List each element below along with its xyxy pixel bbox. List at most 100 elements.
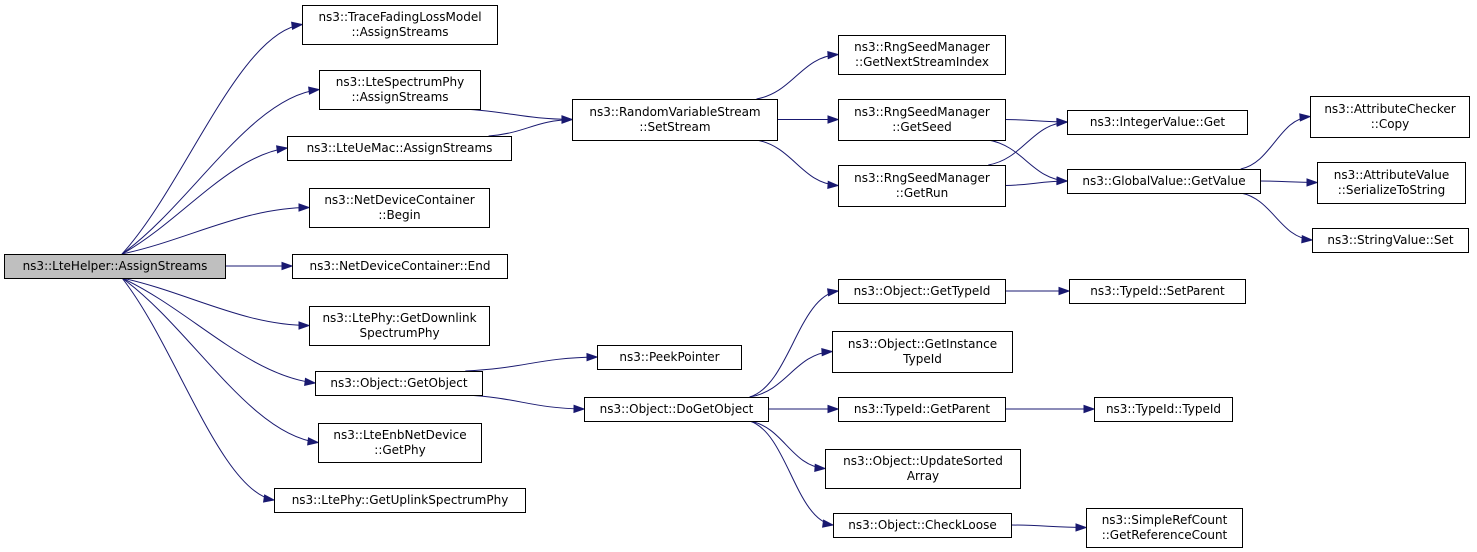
- node-label: ns3::LteHelper::AssignStreams: [23, 259, 208, 273]
- node-label: ns3::Object::UpdateSorted: [843, 454, 1003, 468]
- node-label: ns3::TypeId::GetParent: [854, 402, 990, 416]
- node-lteuemac[interactable]: ns3::LteUeMac::AssignStreams: [287, 136, 512, 161]
- arrowhead-icon: [1299, 113, 1312, 122]
- node-intget[interactable]: ns3::IntegerValue::Get: [1067, 110, 1248, 135]
- node-box: [302, 5, 498, 45]
- node-box: [274, 488, 526, 513]
- edge-lteuemac-to-setstream: [488, 115, 574, 137]
- node-tracefading[interactable]: ns3::TraceFadingLossModel::AssignStreams: [302, 5, 498, 45]
- node-box: [1317, 162, 1466, 204]
- node-svset[interactable]: ns3::StringValue::Set: [1312, 228, 1469, 253]
- arrowhead-icon: [586, 352, 599, 362]
- edge-line: [465, 394, 585, 410]
- edge-getrun-to-gvget: [1004, 176, 1069, 186]
- arrowhead-icon: [1083, 404, 1096, 414]
- node-box: [838, 165, 1006, 207]
- node-avser[interactable]: ns3::AttributeValue::SerializeToString: [1317, 162, 1466, 204]
- node-label: ::AssignStreams: [351, 25, 448, 39]
- edge-root-to-enbgetphy: [121, 277, 320, 446]
- node-label: ns3::TypeId::SetParent: [1090, 284, 1225, 298]
- node-label: ns3::TraceFadingLossModel: [318, 10, 481, 24]
- edge-line: [749, 420, 826, 469]
- edge-dogetobj-to-getinst: [749, 347, 834, 398]
- node-label: ::Begin: [378, 208, 420, 222]
- node-ndc_end[interactable]: ns3::NetDeviceContainer::End: [292, 254, 508, 279]
- node-gvget[interactable]: ns3::GlobalValue::GetValue: [1067, 169, 1261, 194]
- node-ltespectrumphy[interactable]: ns3::LteSpectrumPhy::AssignStreams: [319, 70, 481, 110]
- node-box: [832, 331, 1013, 373]
- node-box: [838, 397, 1006, 422]
- node-getparent[interactable]: ns3::TypeId::GetParent: [838, 397, 1006, 422]
- edge-root-to-tracefading: [121, 21, 304, 255]
- node-getrun[interactable]: ns3::RngSeedManager::GetRun: [838, 165, 1006, 207]
- node-label: TypeId: [902, 352, 942, 366]
- node-label: ns3::TypeId::TypeId: [1106, 402, 1221, 416]
- node-label: ::GetRun: [896, 186, 948, 200]
- edge-root-to-ndc_begin: [121, 203, 311, 255]
- edge-line: [488, 119, 573, 137]
- node-root[interactable]: ns3::LteHelper::AssignStreams: [4, 254, 226, 279]
- node-getseed[interactable]: ns3::RngSeedManager::GetSeed: [838, 99, 1006, 141]
- arrowhead-icon: [822, 519, 835, 528]
- edge-line: [1240, 116, 1311, 170]
- node-label: ns3::RngSeedManager: [854, 40, 990, 54]
- arrowhead-icon: [1075, 523, 1088, 532]
- arrowhead-icon: [308, 86, 321, 95]
- edge-root-to-ltespectrumphy: [121, 86, 321, 255]
- edge-getparent-to-typeidctor: [1005, 404, 1096, 414]
- edge-line: [121, 277, 310, 326]
- node-getrefcount[interactable]: ns3::SimpleRefCount::GetReferenceCount: [1086, 508, 1243, 548]
- node-label: ns3::Object::GetTypeId: [854, 284, 991, 298]
- node-dogetobj[interactable]: ns3::Object::DoGetObject: [584, 397, 769, 422]
- node-checkloose[interactable]: ns3::Object::CheckLoose: [833, 513, 1012, 538]
- node-box: [315, 371, 483, 396]
- node-label: SpectrumPhy: [359, 326, 439, 340]
- node-nextstream[interactable]: ns3::RngSeedManager::GetNextStreamIndex: [838, 35, 1006, 75]
- arrowhead-icon: [281, 261, 294, 271]
- node-enbgetphy[interactable]: ns3::LteEnbNetDevice::GetPhy: [318, 423, 482, 463]
- node-ndc_begin[interactable]: ns3::NetDeviceContainer::Begin: [309, 188, 490, 228]
- arrowhead-icon: [291, 21, 304, 30]
- node-setstream[interactable]: ns3::RandomVariableStream::SetStream: [572, 99, 778, 141]
- node-label: ns3::LteSpectrumPhy: [336, 75, 464, 89]
- node-getobject[interactable]: ns3::Object::GetObject: [315, 371, 483, 396]
- node-box: [309, 306, 490, 346]
- node-setparent[interactable]: ns3::TypeId::SetParent: [1069, 279, 1246, 304]
- node-peek[interactable]: ns3::PeekPointer: [597, 345, 742, 370]
- arrowhead-icon: [821, 347, 834, 357]
- node-typeidctor[interactable]: ns3::TypeId::TypeId: [1094, 397, 1233, 422]
- arrowhead-icon: [262, 494, 276, 503]
- edge-gvget-to-accopy: [1240, 113, 1312, 170]
- edge-getobject-to-peek: [465, 352, 599, 372]
- edge-line: [121, 24, 303, 255]
- edge-dogetobj-to-updsorted: [749, 420, 827, 472]
- node-label: ::GetSeed: [892, 120, 951, 134]
- arrowhead-icon: [814, 463, 827, 472]
- node-ltephy_up[interactable]: ns3::LtePhy::GetUplinkSpectrumPhy: [274, 488, 526, 513]
- node-label: ns3::LtePhy::GetDownlink: [322, 311, 476, 325]
- node-label: ns3::NetDeviceContainer: [324, 193, 474, 207]
- arrowhead-icon: [827, 115, 840, 124]
- node-box: [1310, 96, 1470, 138]
- edge-line: [1010, 524, 1087, 528]
- arrowhead-icon: [276, 145, 289, 154]
- node-label: ::SerializeToString: [1338, 183, 1446, 197]
- arrowhead-icon: [304, 377, 317, 386]
- edge-getrun-to-intget: [988, 118, 1069, 166]
- edge-setstream-to-getseed: [777, 115, 840, 124]
- node-gettypeid[interactable]: ns3::Object::GetTypeId: [838, 279, 1006, 304]
- edge-line: [463, 108, 573, 120]
- node-label: ns3::RngSeedManager: [854, 105, 990, 119]
- edge-root-to-ndc_end: [225, 261, 294, 271]
- node-accopy[interactable]: ns3::AttributeChecker::Copy: [1310, 96, 1470, 138]
- node-box: [287, 136, 512, 161]
- edge-getobject-to-dogetobj: [465, 394, 586, 414]
- node-label: ns3::StringValue::Set: [1327, 233, 1453, 247]
- arrowhead-icon: [298, 203, 311, 212]
- arrowhead-icon: [307, 437, 320, 446]
- node-box: [1067, 110, 1248, 135]
